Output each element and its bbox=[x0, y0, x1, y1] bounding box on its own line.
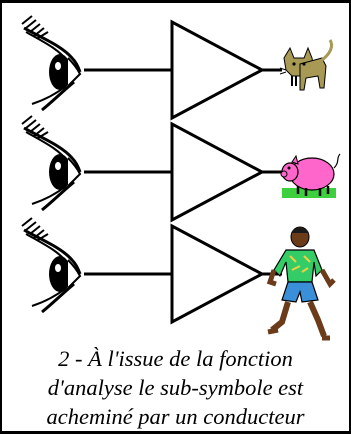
cat-icon bbox=[280, 40, 332, 90]
eye-icon bbox=[22, 16, 80, 110]
signal-diagram bbox=[0, 0, 351, 344]
eye-icon bbox=[22, 116, 80, 210]
eye-icon bbox=[22, 218, 80, 312]
person-icon bbox=[268, 227, 334, 338]
figure-caption: 2 - À l'issue de la fonction d'analyse l… bbox=[4, 344, 347, 431]
row-2 bbox=[22, 116, 340, 220]
row-1 bbox=[22, 16, 332, 118]
caption-line-3: acheminé par un conducteur bbox=[4, 402, 347, 431]
caption-line-1: 2 - À l'issue de la fonction bbox=[4, 344, 347, 373]
pig-icon bbox=[281, 154, 340, 198]
row-3 bbox=[22, 218, 334, 338]
amplifier-triangle bbox=[172, 124, 262, 220]
caption-line-2: d'analyse le sub-symbole est bbox=[4, 373, 347, 402]
amplifier-triangle bbox=[172, 22, 262, 118]
amplifier-triangle bbox=[172, 226, 262, 322]
